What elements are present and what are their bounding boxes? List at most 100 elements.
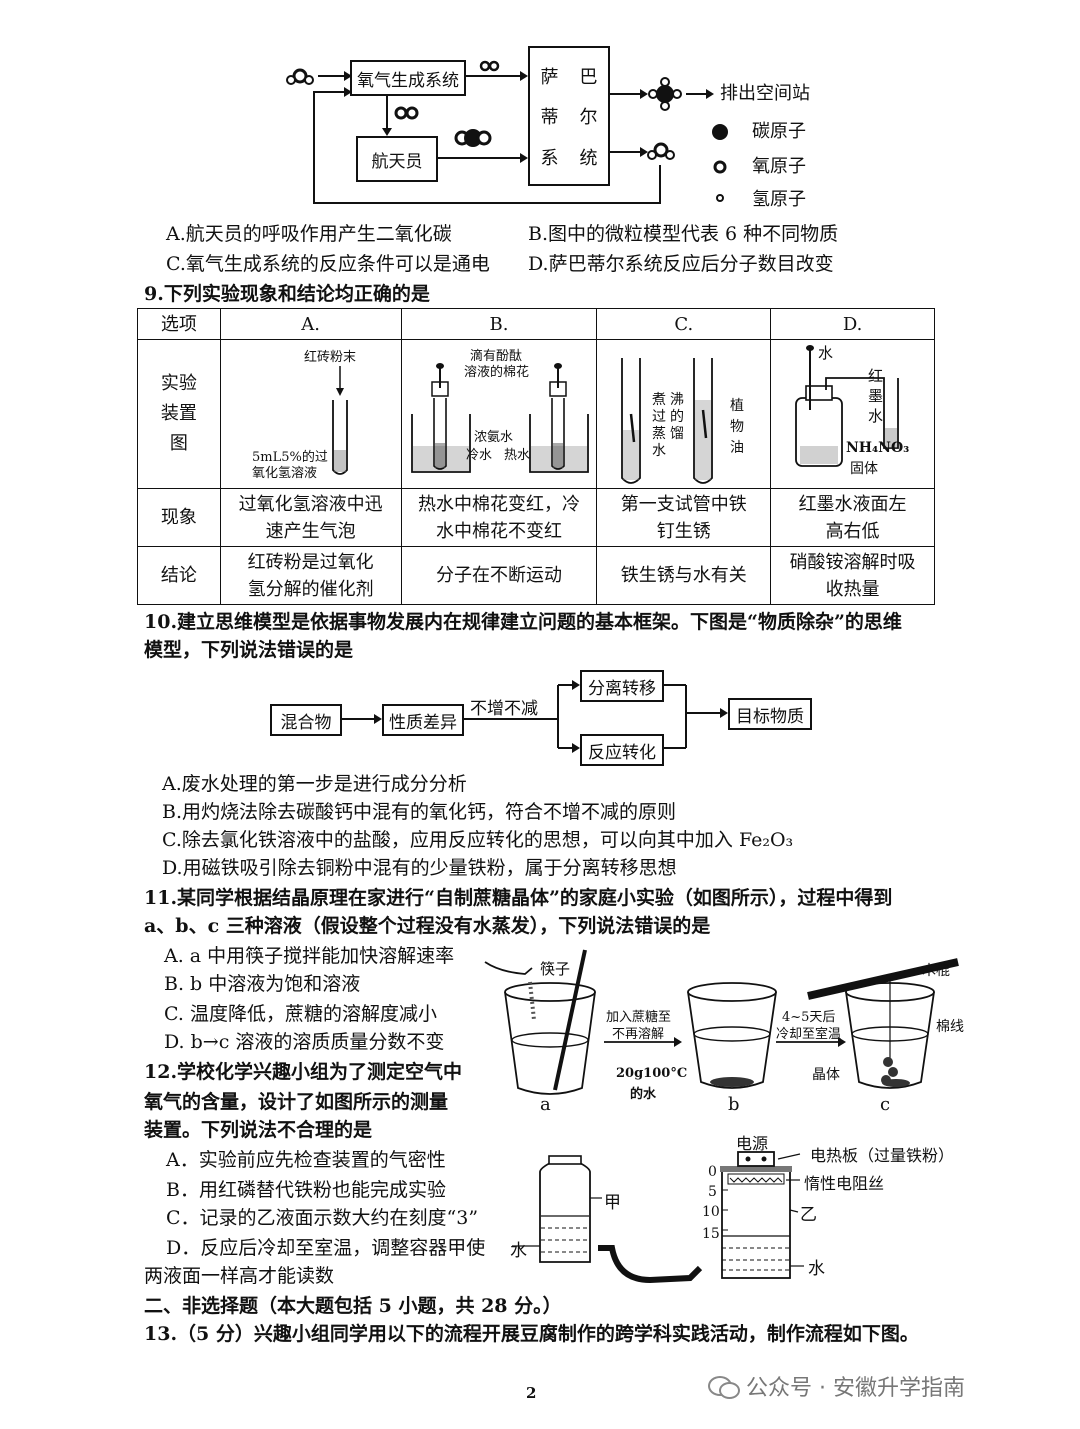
q12-option-b: B．用红磷替代铁粉也能完成实验 — [166, 1179, 446, 1201]
q10-stem-2: 模型，下列说法错误的是 — [144, 639, 354, 661]
q12-option-d2: 两液面一样高才能读数 — [144, 1265, 335, 1287]
q10-option-c: C.除去氯化铁溶液中的盐酸，应用反应转化的思想，可以向其中加入 Fe₂O₃ — [162, 829, 794, 851]
q12-stem-2: 氧气的含量，设计了如图所示的测量 — [144, 1091, 449, 1113]
rubber-tube-icon — [598, 1245, 703, 1284]
label-red-ink: 红 墨 水 — [868, 367, 884, 425]
q9-diagrams — [332, 345, 899, 484]
label-d-water: 水 — [818, 344, 834, 362]
q9-header-cell: B. — [400, 308, 598, 340]
q9-header-cell: 选项 — [137, 308, 221, 340]
test-tube-c-right-icon — [693, 358, 713, 484]
section-2-heading: 二、非选择题（本大题包括 5 小题，共 28 分。） — [144, 1295, 562, 1317]
q12-figure — [512, 1151, 804, 1284]
principle-label: 不增不减 — [470, 699, 538, 719]
container-yi-icon — [720, 1166, 792, 1279]
label-water-amount-1: 20g100°C — [616, 1066, 688, 1081]
label-nh4no3: NH₄NO₃ — [846, 440, 910, 456]
q8-option-d: D.萨巴蒂尔系统反应后分子数目改变 — [528, 253, 834, 275]
wechat-icon — [708, 1374, 740, 1399]
label-cotton-1: 滴有酚酞 — [470, 349, 523, 364]
q9-row-label: 结论 — [137, 546, 221, 605]
label-step1-2: 不再溶解 — [612, 1027, 665, 1042]
cup-a-icon — [484, 949, 596, 1095]
label-vegetable-oil: 植 物 油 — [730, 398, 744, 456]
label-step2-1: 4~5天后 — [782, 1010, 836, 1025]
cup-c-icon — [807, 958, 959, 1089]
label-thread: 棉线 — [936, 1019, 964, 1035]
label-cup-b: b — [728, 1094, 740, 1115]
sabatier-char: 巴 — [579, 66, 598, 88]
q10-option-d: D.用磁铁吸引除去铜粉中混有的少量铁粉，属于分离转移思想 — [162, 857, 677, 879]
water-molecule-icon — [286, 68, 314, 85]
beaker-hot-icon — [529, 363, 589, 473]
q9-stem: 9.下列实验现象和结论均正确的是 — [144, 283, 430, 305]
scale-mark-15: 15 — [702, 1226, 720, 1242]
q11-figure — [484, 949, 959, 1095]
label-yi: 乙 — [800, 1205, 817, 1225]
q9-table: 选项 A. B. C. D. 实验装置图 现象 过氧化氢溶液中迅速产生气泡 热水… — [137, 308, 935, 605]
oxygen-system-box: 氧气生成系统 — [350, 60, 466, 96]
exit-label: 排出空间站 — [720, 83, 810, 104]
label-cup-a: a — [540, 1094, 551, 1115]
label-step1-1: 加入蔗糖至 — [606, 1010, 672, 1025]
sabatier-char: 统 — [579, 147, 598, 169]
scale-mark-0: 0 — [708, 1164, 717, 1180]
q9-cell-a-diagram — [219, 339, 402, 489]
q10-stem-1: 10.建立思维模型是依据事物发展内在规律建立问题的基本框架。下图是“物质除杂”的… — [144, 611, 902, 633]
q9-conclusion: 硝酸铵溶解时吸收热量 — [770, 546, 935, 605]
q10-option-b: B.用灼烧法除去碳酸钙中混有的氧化钙，符合不增不减的原则 — [162, 801, 677, 823]
sabatier-char: 尔 — [579, 107, 598, 128]
q12-option-a: A．实验前应先检查装置的气密性 — [166, 1149, 446, 1171]
q9-phenomenon: 第一支试管中铁钉生锈 — [596, 488, 772, 547]
q9-phenomenon: 热水中棉花变红，冷水中棉花不变红 — [400, 488, 598, 547]
q8-option-b: B.图中的微粒模型代表 6 种不同物质 — [528, 223, 839, 245]
carbon-dioxide-molecule-icon — [454, 129, 492, 147]
label-cold-water: 冷水 — [466, 448, 493, 463]
flask-d-icon — [795, 345, 899, 467]
watermark: 公众号 · 安徽升学指南 — [708, 1370, 965, 1402]
q9-conclusion: 红砖粉是过氧化氢分解的催化剂 — [219, 546, 402, 605]
legend-oxygen: 氧原子 — [752, 156, 806, 177]
sabatier-char: 萨 — [540, 66, 559, 88]
q9-header-cell: D. — [770, 308, 935, 340]
hydrogen-atom-icon — [716, 194, 724, 202]
legend-carbon: 碳原子 — [752, 121, 806, 142]
label-cotton-2: 溶液的棉花 — [464, 365, 530, 380]
q13-stem: 13.（5 分）兴趣小组同学用以下的流程开展豆腐制作的跨学科实践活动，制作流程如… — [144, 1323, 919, 1345]
label-stick: 木棍 — [922, 963, 950, 979]
label-hot-water: 热水 — [504, 448, 531, 463]
scale-mark-10: 10 — [702, 1204, 720, 1220]
q10-option-a: A.废水处理的第一步是进行成分分析 — [162, 773, 467, 795]
oxygen-molecule-icon-2 — [394, 106, 419, 120]
label-h2o2-2: 氧化氢溶液 — [252, 466, 318, 481]
q9-header-cell: C. — [596, 308, 772, 340]
container-jia-icon — [539, 1155, 591, 1263]
sabatier-char: 蒂 — [540, 107, 559, 128]
test-tube-a-icon — [332, 366, 348, 475]
target-box: 目标物质 — [728, 698, 812, 730]
q9-row-label: 实验装置图 — [137, 339, 221, 489]
q12-option-c: C．记录的乙液面示数大约在刻度“3” — [166, 1207, 479, 1229]
label-jia: 甲 — [604, 1193, 621, 1213]
label-boiled-water: 煮沸 过的 蒸馏 水 — [652, 392, 684, 459]
water-molecule-icon-2 — [647, 142, 675, 160]
q8-flow-diagram — [286, 60, 728, 204]
scale-mark-5: 5 — [708, 1184, 717, 1200]
test-tube-c-left-icon — [621, 358, 641, 484]
power-source-icon — [737, 1151, 775, 1167]
sabatier-box: 萨 巴 蒂 尔 系 统 — [528, 46, 610, 186]
q8-option-a: A.航天员的呼吸作用产生二氧化碳 — [166, 223, 452, 245]
q9-conclusion: 铁生锈与水有关 — [596, 546, 772, 605]
q11-option-c: C. 温度降低，蔗糖的溶解度减小 — [164, 1003, 437, 1025]
page-number: 2 — [526, 1384, 537, 1402]
oxygen-molecule-icon — [479, 60, 500, 72]
sabatier-char: 系 — [540, 147, 559, 169]
property-diff-box: 性质差异 — [382, 704, 464, 736]
q12-stem-3: 装置。下列说法不合理的是 — [144, 1119, 373, 1141]
label-cup-c: c — [880, 1094, 891, 1115]
label-water-amount-2: 的水 — [630, 1087, 657, 1102]
q9-conclusion: 分子在不断运动 — [400, 546, 598, 605]
q11-stem-1: 11.某同学根据结晶原理在家进行“自制蔗糖晶体”的家庭小实验（如图所示），过程中… — [144, 887, 893, 909]
q11-stem-2: a、b、c 三种溶液（假设整个过程没有水蒸发），下列说法错误的是 — [144, 915, 711, 937]
label-h2o2-1: 5mL5%的过 — [252, 450, 328, 465]
